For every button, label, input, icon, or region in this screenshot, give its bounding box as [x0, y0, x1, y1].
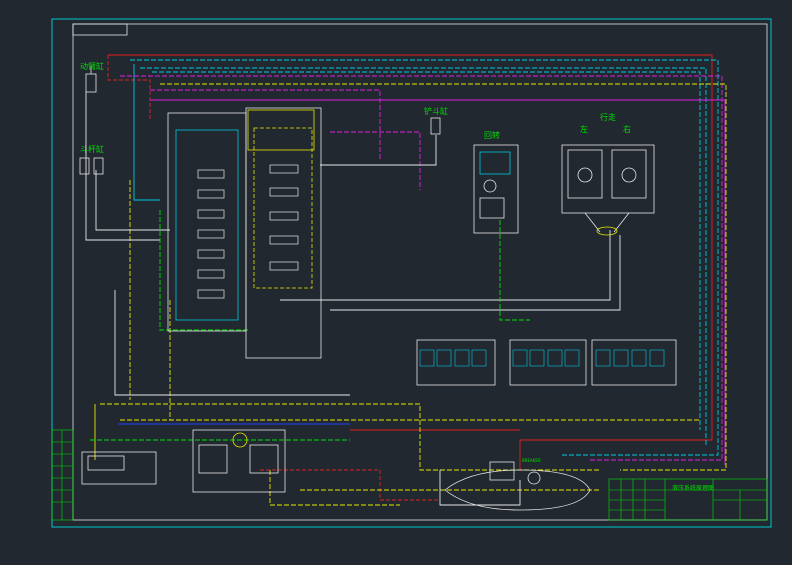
spool-valve-right-2 [269, 187, 299, 197]
main-control-valve [167, 107, 322, 359]
pipelines [85, 54, 727, 506]
pilot-valve-12 [649, 349, 665, 367]
title-block-name: 液压系统原理图 [672, 484, 714, 492]
pilot-valve-group-3 [591, 339, 677, 386]
spool-valve-right-5 [269, 261, 299, 271]
pilot-valve-8 [564, 349, 580, 367]
revision-table [51, 429, 74, 521]
pilot-valve-6 [529, 349, 545, 367]
spool-valve-left-2 [197, 189, 225, 199]
title-block [608, 478, 768, 521]
pilot-valve-5 [512, 349, 528, 367]
spool-valve-left-6 [197, 269, 225, 279]
pilot-valve-group-1 [416, 339, 496, 386]
spool-valve-left-1 [197, 169, 225, 179]
spool-valve-left-7 [197, 289, 225, 299]
pilot-valve-2 [436, 349, 452, 367]
breaker-circuit [444, 461, 591, 511]
travel-right-label: 右 [623, 124, 631, 134]
spool-valve-right-4 [269, 235, 299, 245]
inner-frame [72, 23, 768, 521]
pilot-valve-9 [595, 349, 611, 367]
pilot-pump-unit [81, 451, 157, 485]
travel-left-label: 左 [580, 124, 588, 134]
outer-frame [51, 18, 772, 528]
pilot-valve-group-2 [509, 339, 587, 386]
travel-motor-unit [561, 144, 655, 236]
pilot-valve-7 [547, 349, 563, 367]
boom-cylinder-label: 动臂缸 [80, 61, 104, 71]
pilot-valve-10 [613, 349, 629, 367]
spool-valve-left-3 [197, 209, 225, 219]
spool-valve-right-3 [269, 211, 299, 221]
pilot-valve-11 [631, 349, 647, 367]
travel-label: 行走 [600, 112, 616, 122]
spool-valve-left-5 [197, 249, 225, 259]
swing-motor-unit [473, 144, 519, 234]
bucket-cylinder-symbol [430, 117, 441, 135]
swing-label: 回转 [484, 130, 500, 140]
spool-valve-left-4 [197, 229, 225, 239]
pilot-valve-4 [471, 349, 487, 367]
spool-valve-right-1 [269, 164, 299, 174]
arm-cylinder-label: 斗杆缸 [80, 144, 104, 154]
top-left-tab [72, 23, 128, 36]
pump-unit [192, 429, 286, 493]
pilot-valve-1 [419, 349, 435, 367]
bucket-cylinder-label: 铲斗缸 [424, 106, 448, 116]
pilot-valve-3 [454, 349, 470, 367]
boom-cylinder-symbol [85, 66, 97, 93]
arm-cylinder-symbol [79, 157, 104, 175]
spool-valve-stack [197, 164, 665, 367]
breaker-label: BREAKER [522, 458, 541, 463]
